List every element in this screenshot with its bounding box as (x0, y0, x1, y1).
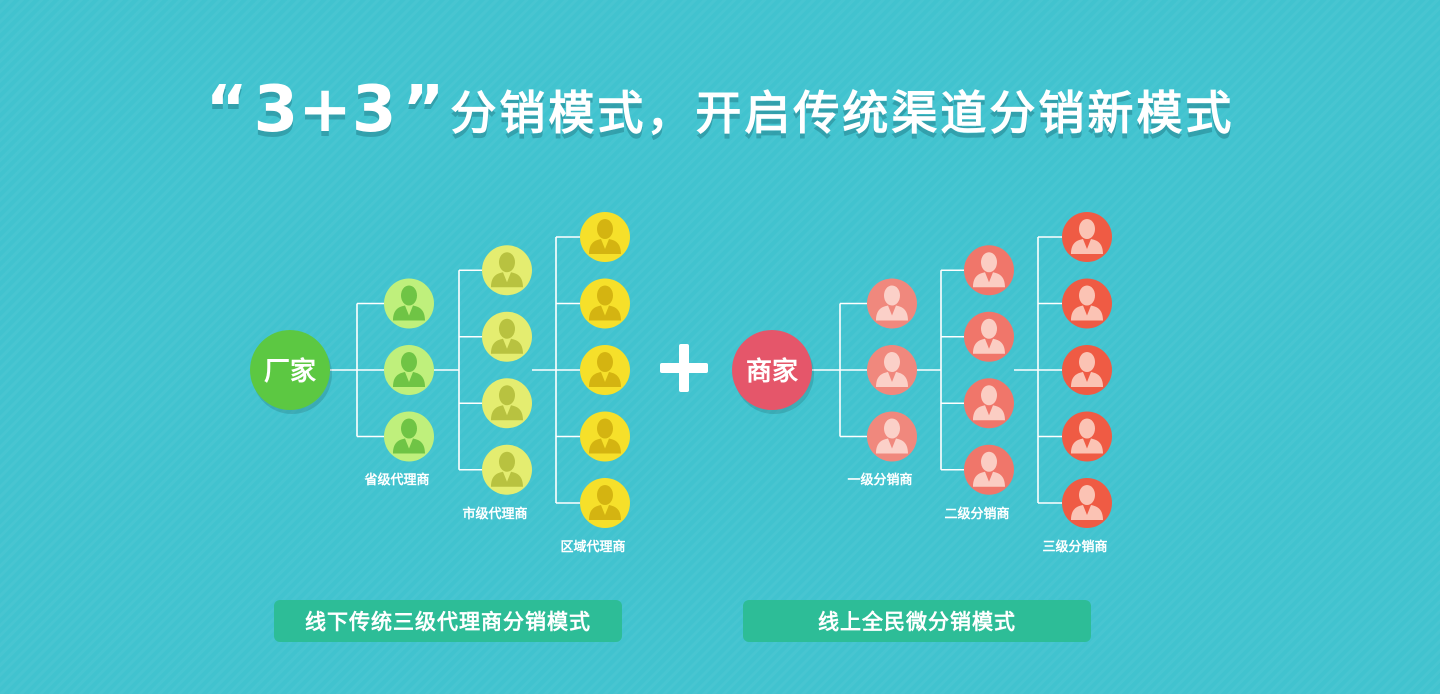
person-head (401, 352, 417, 372)
person-icon (589, 285, 621, 321)
person-head (499, 318, 515, 339)
person-icon (491, 252, 523, 288)
person-body (876, 438, 908, 454)
online-level1-label: 一级分销商 (847, 472, 912, 488)
offline-root-node (250, 330, 330, 410)
person-icon (589, 418, 621, 454)
person-body (1071, 438, 1103, 454)
title-quote-close: ” (402, 73, 445, 147)
person-head (597, 352, 613, 372)
title-number: 3+3 (253, 73, 397, 147)
person-body (589, 438, 621, 454)
person-body (1071, 239, 1103, 254)
person-head (401, 285, 417, 306)
person-body (973, 338, 1005, 354)
caption-offline-text: 线下传统三级代理商分销模式 (305, 610, 591, 634)
person-head (499, 252, 515, 273)
online-root-node (732, 330, 812, 410)
person-head (597, 418, 613, 439)
person-body (1071, 505, 1103, 520)
person-icon (393, 285, 425, 321)
person-icon (1071, 285, 1103, 321)
person-head (981, 385, 997, 406)
person-body (589, 505, 621, 520)
person-body (1071, 305, 1103, 321)
online-root-label: 商家 (746, 356, 798, 387)
person-icon (1071, 485, 1103, 520)
person-body (589, 372, 621, 387)
caption-offline-model: 线下传统三级代理商分销模式 (274, 600, 622, 642)
person-head (1079, 485, 1095, 505)
person-head (499, 451, 515, 472)
person-icon (589, 219, 621, 254)
person-icon (1071, 219, 1103, 254)
person-body (393, 372, 425, 387)
person-body (491, 405, 523, 421)
person-icon (973, 318, 1005, 354)
person-head (884, 285, 900, 306)
person-icon (589, 485, 621, 520)
plus-icon (660, 344, 708, 392)
person-body (491, 272, 523, 288)
offline-level1-label: 省级代理商 (363, 472, 429, 488)
person-icon (491, 451, 523, 487)
person-icon (876, 285, 908, 321)
person-head (401, 418, 417, 439)
person-icon (973, 252, 1005, 288)
person-icon (973, 451, 1005, 487)
person-head (1079, 285, 1095, 306)
person-body (589, 305, 621, 321)
person-body (589, 239, 621, 254)
person-body (973, 405, 1005, 421)
person-head (981, 252, 997, 273)
person-body (491, 338, 523, 354)
person-body (973, 272, 1005, 288)
plus-vertical (679, 344, 689, 392)
person-body (1071, 372, 1103, 387)
person-head (981, 451, 997, 472)
person-body (491, 471, 523, 487)
offline-level2-label: 市级代理商 (462, 506, 527, 522)
person-head (1079, 352, 1095, 372)
person-head (1079, 219, 1095, 239)
person-body (876, 305, 908, 321)
page-title: “ 3+3 ” 分销模式，开启传统渠道分销新模式 (0, 70, 1440, 150)
person-icon (876, 418, 908, 454)
person-icon (973, 385, 1005, 421)
person-body (393, 305, 425, 321)
person-head (884, 352, 900, 372)
title-quote-open: “ (205, 73, 248, 147)
person-head (499, 385, 515, 406)
person-icon (1071, 418, 1103, 454)
person-head (981, 318, 997, 339)
online-level3-label: 三级分销商 (1042, 539, 1107, 555)
person-body (876, 372, 908, 387)
person-body (393, 438, 425, 454)
person-icon (589, 352, 621, 387)
offline-level3-label: 区域代理商 (560, 539, 625, 555)
person-head (884, 418, 900, 439)
person-head (597, 485, 613, 505)
online-level2-label: 二级分销商 (944, 506, 1009, 522)
person-body (973, 471, 1005, 487)
person-icon (491, 385, 523, 421)
person-icon (393, 352, 425, 387)
offline-root-label: 厂家 (264, 356, 316, 387)
caption-online-model: 线上全民微分销模式 (743, 600, 1091, 642)
person-icon (491, 318, 523, 354)
caption-online-text: 线上全民微分销模式 (818, 610, 1016, 634)
person-icon (876, 352, 908, 387)
person-head (597, 285, 613, 306)
title-text: 分销模式，开启传统渠道分销新模式 (450, 86, 1235, 140)
person-head (597, 219, 613, 239)
person-icon (393, 418, 425, 454)
person-head (1079, 418, 1095, 439)
person-icon (1071, 352, 1103, 387)
